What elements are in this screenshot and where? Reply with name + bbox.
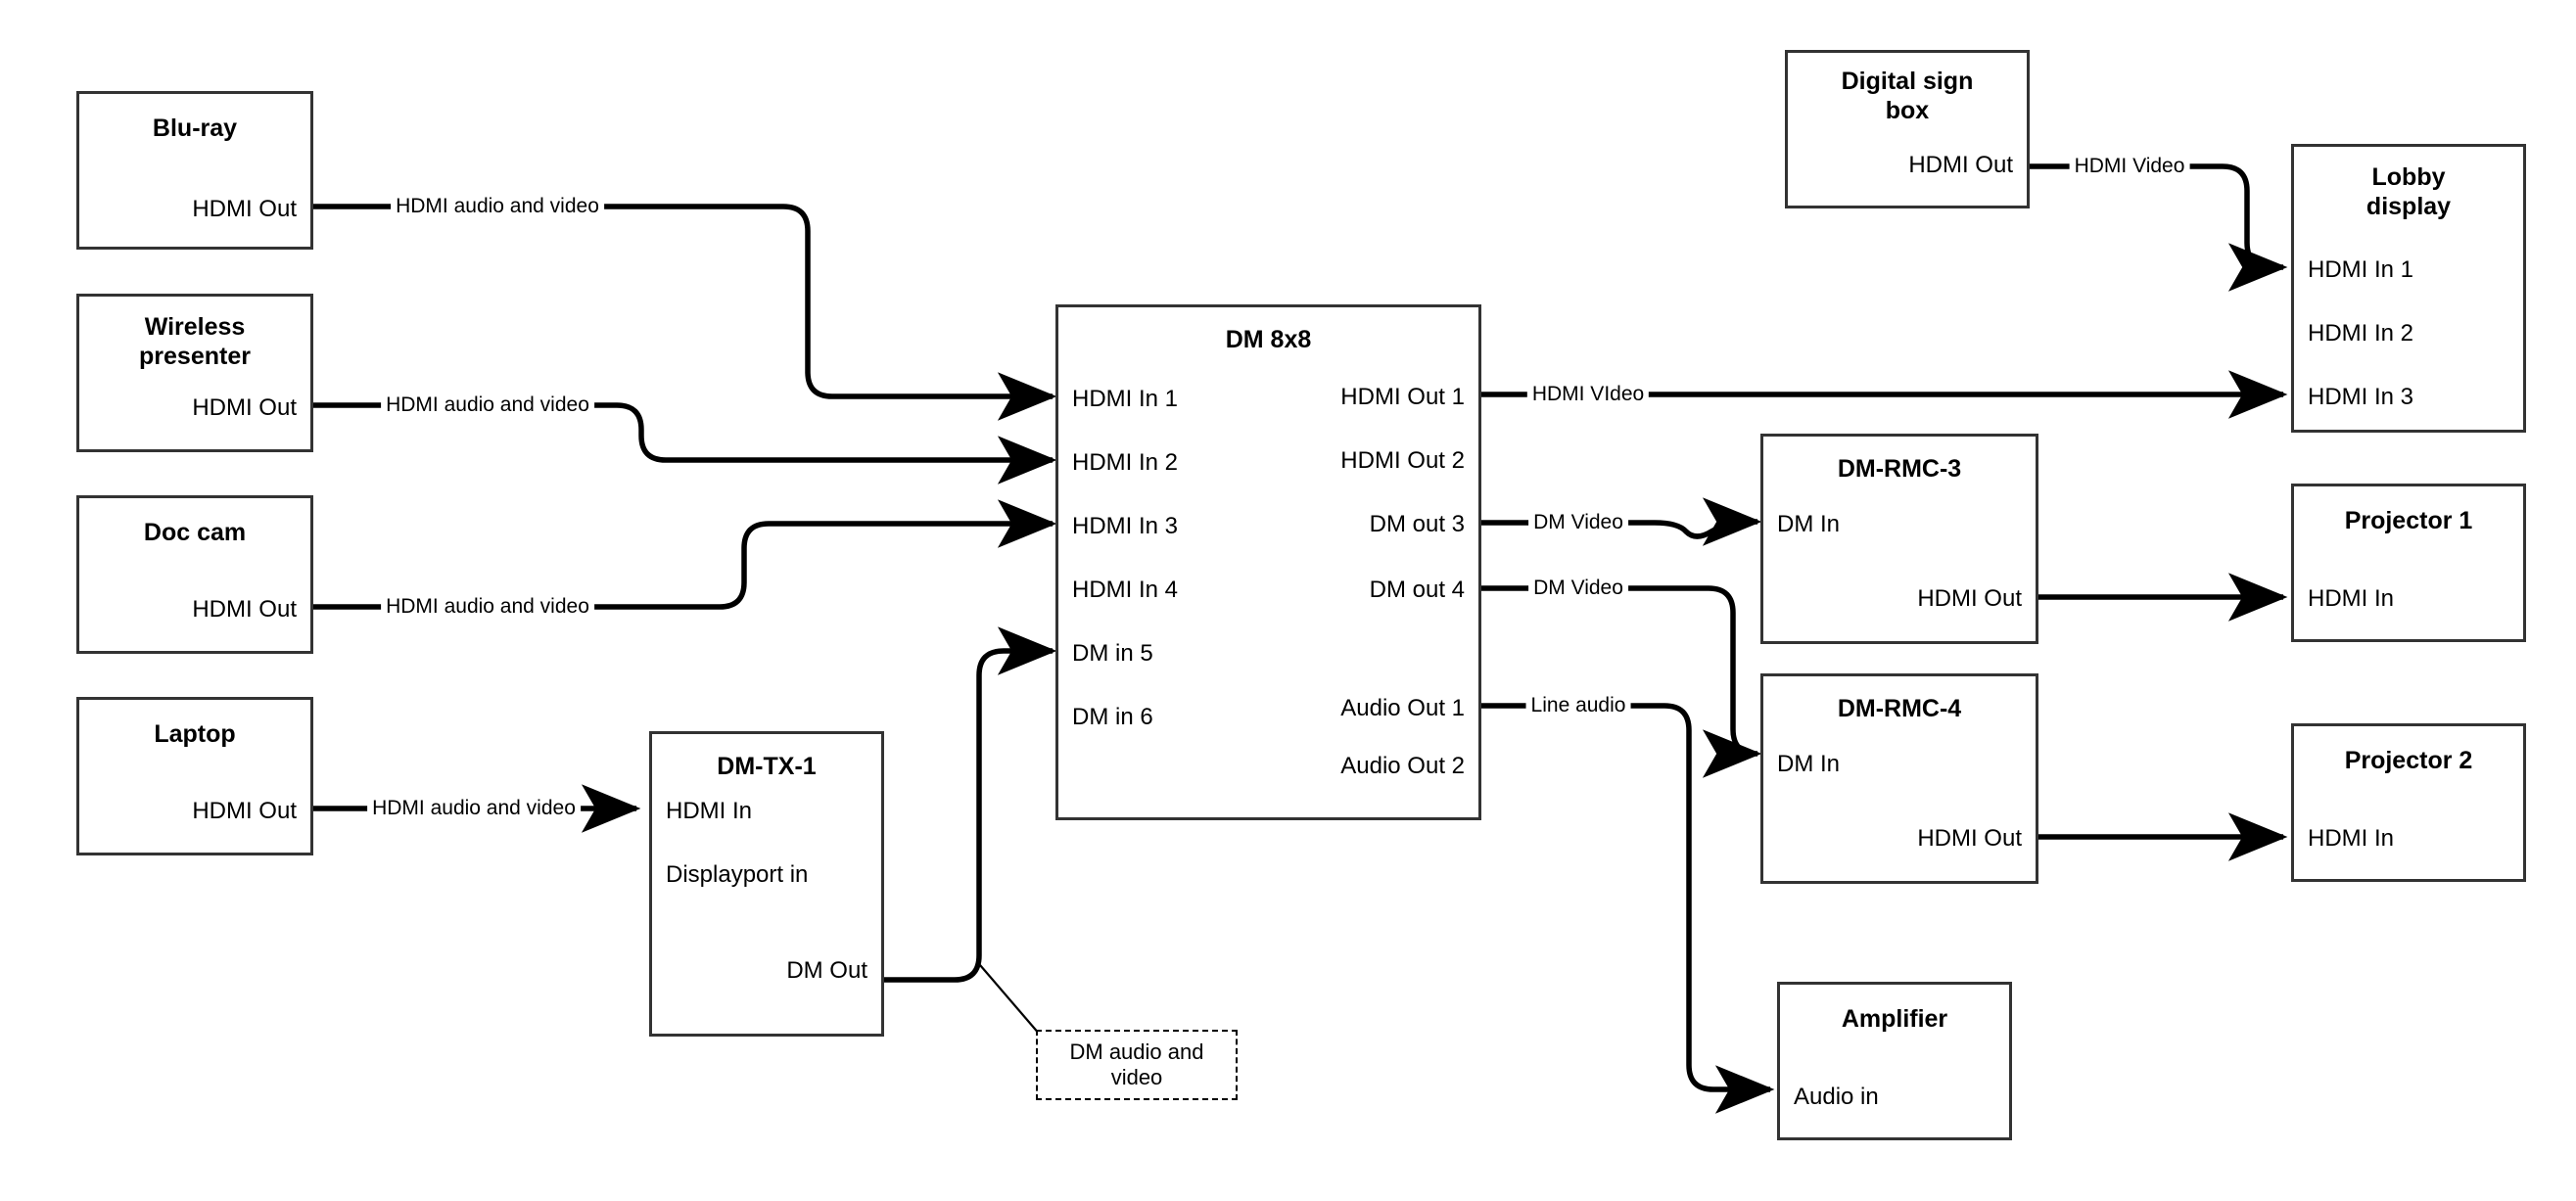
node-laptop-port-hdmi-out: HDMI Out [192, 798, 297, 824]
wire-bluray-to-dm [313, 204, 1057, 421]
node-dm-tx-1-port-hdmi-in: HDMI In [666, 798, 753, 824]
node-projector-2-port-hdmi-in: HDMI In [2308, 825, 2395, 852]
node-dm-rmc-3-port-dm-in: DM In [1777, 511, 1841, 537]
node-amplifier-title: Amplifier [1841, 1005, 1948, 1033]
node-doc-cam[interactable]: Doc cam HDMI Out [76, 495, 313, 654]
wire-label-bluray-to-dm: HDMI audio and video [391, 195, 604, 218]
node-dm-8x8-output-audio-out-1: Audio Out 1 [1340, 695, 1465, 721]
node-projector-2-title: Projector 2 [2344, 747, 2473, 774]
node-lobby-display-port-hdmi-in-1: HDMI In 1 [2308, 256, 2414, 283]
node-dm-tx-1-port-displayport-in: Displayport in [666, 861, 809, 888]
node-doc-cam-port-hdmi-out: HDMI Out [192, 596, 297, 623]
wire-label-dm-to-rmc3: DM Video [1528, 511, 1628, 534]
node-projector-2[interactable]: Projector 2 HDMI In [2291, 723, 2526, 882]
node-dm-8x8-input-hdmi-in-3: HDMI In 3 [1072, 513, 1179, 539]
node-wireless-presenter-title-line2: presenter [139, 343, 251, 370]
node-dm-rmc-3-port-hdmi-out: HDMI Out [1917, 585, 2022, 612]
wire-label-sign-to-lobby1: HDMI Video [2069, 155, 2190, 178]
wire-label-wireless-to-dm: HDMI audio and video [381, 393, 594, 417]
wire-dm-to-amp [1481, 703, 1775, 1114]
callout-leader-line [979, 964, 1041, 1036]
node-bluray[interactable]: Blu-ray HDMI Out [76, 91, 313, 250]
node-amplifier-port-audio-in: Audio in [1794, 1084, 1879, 1110]
node-dm-tx-1[interactable]: DM-TX-1 HDMI In Displayport in DM Out [649, 731, 884, 1037]
node-dm-8x8-output-hdmi-out-2: HDMI Out 2 [1340, 447, 1465, 474]
node-projector-1[interactable]: Projector 1 HDMI In [2291, 484, 2526, 642]
node-wireless-presenter-port-hdmi-out: HDMI Out [192, 394, 297, 421]
node-dm-8x8-title: DM 8x8 [1225, 326, 1312, 353]
node-dm-tx-1-port-dm-out: DM Out [786, 957, 867, 984]
node-laptop-title: Laptop [154, 720, 236, 748]
node-dm-8x8-output-dm-out-3: DM out 3 [1369, 511, 1465, 537]
node-dm-tx-1-title: DM-TX-1 [717, 753, 817, 780]
node-dm-8x8-input-hdmi-in-2: HDMI In 2 [1072, 449, 1179, 476]
wire-label-doccam-to-dm: HDMI audio and video [381, 595, 594, 619]
wire-sign-to-lobby1 [2030, 163, 2288, 292]
wire-dm-to-rmc4 [1481, 585, 1762, 778]
node-wireless-presenter[interactable]: Wireless presenter HDMI Out [76, 294, 313, 452]
wire-tx-to-dm [884, 626, 1057, 983]
node-amplifier[interactable]: Amplifier Audio in [1777, 982, 2012, 1140]
node-digital-sign-box-port-hdmi-out: HDMI Out [1908, 152, 2013, 178]
node-wireless-presenter-title-line1: Wireless [144, 313, 246, 341]
node-lobby-display-port-hdmi-in-3: HDMI In 3 [2308, 384, 2414, 410]
node-dm-rmc-4-port-hdmi-out: HDMI Out [1917, 825, 2022, 852]
node-digital-sign-box[interactable]: Digital sign box HDMI Out [1785, 50, 2030, 208]
node-digital-sign-box-title-line2: box [1885, 97, 1930, 124]
node-bluray-title: Blu-ray [152, 115, 238, 142]
node-dm-rmc-3[interactable]: DM-RMC-3 DM In HDMI Out [1760, 434, 2038, 644]
node-dm-8x8-input-dm-in-5: DM in 5 [1072, 640, 1153, 667]
wire-label-laptop-to-tx: HDMI audio and video [367, 797, 581, 820]
node-laptop[interactable]: Laptop HDMI Out [76, 697, 313, 855]
node-dm-8x8-output-hdmi-out-1: HDMI Out 1 [1340, 384, 1465, 410]
node-dm-rmc-4-port-dm-in: DM In [1777, 751, 1841, 777]
node-dm-rmc-4[interactable]: DM-RMC-4 DM In HDMI Out [1760, 673, 2038, 884]
node-dm-8x8-input-dm-in-6: DM in 6 [1072, 704, 1153, 730]
node-dm-8x8[interactable]: DM 8x8 HDMI In 1 HDMI In 2 HDMI In 3 HDM… [1055, 304, 1481, 820]
node-lobby-display-title-line2: display [2365, 193, 2452, 220]
node-dm-8x8-output-audio-out-2: Audio Out 2 [1340, 753, 1465, 779]
node-doc-cam-title: Doc cam [143, 519, 247, 546]
node-bluray-port-hdmi-out: HDMI Out [192, 196, 297, 222]
wire-label-dm-to-lobby3: HDMI VIdeo [1526, 383, 1650, 406]
node-lobby-display-title-line1: Lobby [2371, 163, 2446, 191]
callout-dm-audio-and-video: DM audio and video [1036, 1030, 1238, 1100]
node-lobby-display[interactable]: Lobby display HDMI In 1 HDMI In 2 HDMI I… [2291, 144, 2526, 433]
node-dm-8x8-input-hdmi-in-4: HDMI In 4 [1072, 577, 1179, 603]
node-dm-8x8-output-dm-out-4: DM out 4 [1369, 577, 1465, 603]
node-projector-1-title: Projector 1 [2344, 507, 2473, 534]
wire-label-dm-to-rmc4: DM Video [1528, 577, 1628, 600]
node-lobby-display-port-hdmi-in-2: HDMI In 2 [2308, 320, 2414, 346]
node-dm-rmc-3-title: DM-RMC-3 [1837, 455, 1962, 483]
node-projector-1-port-hdmi-in: HDMI In [2308, 585, 2395, 612]
node-dm-8x8-input-hdmi-in-1: HDMI In 1 [1072, 386, 1179, 412]
wire-label-dm-to-amp: Line audio [1525, 694, 1631, 717]
node-digital-sign-box-title-line1: Digital sign [1841, 68, 1974, 95]
node-dm-rmc-4-title: DM-RMC-4 [1837, 695, 1962, 722]
